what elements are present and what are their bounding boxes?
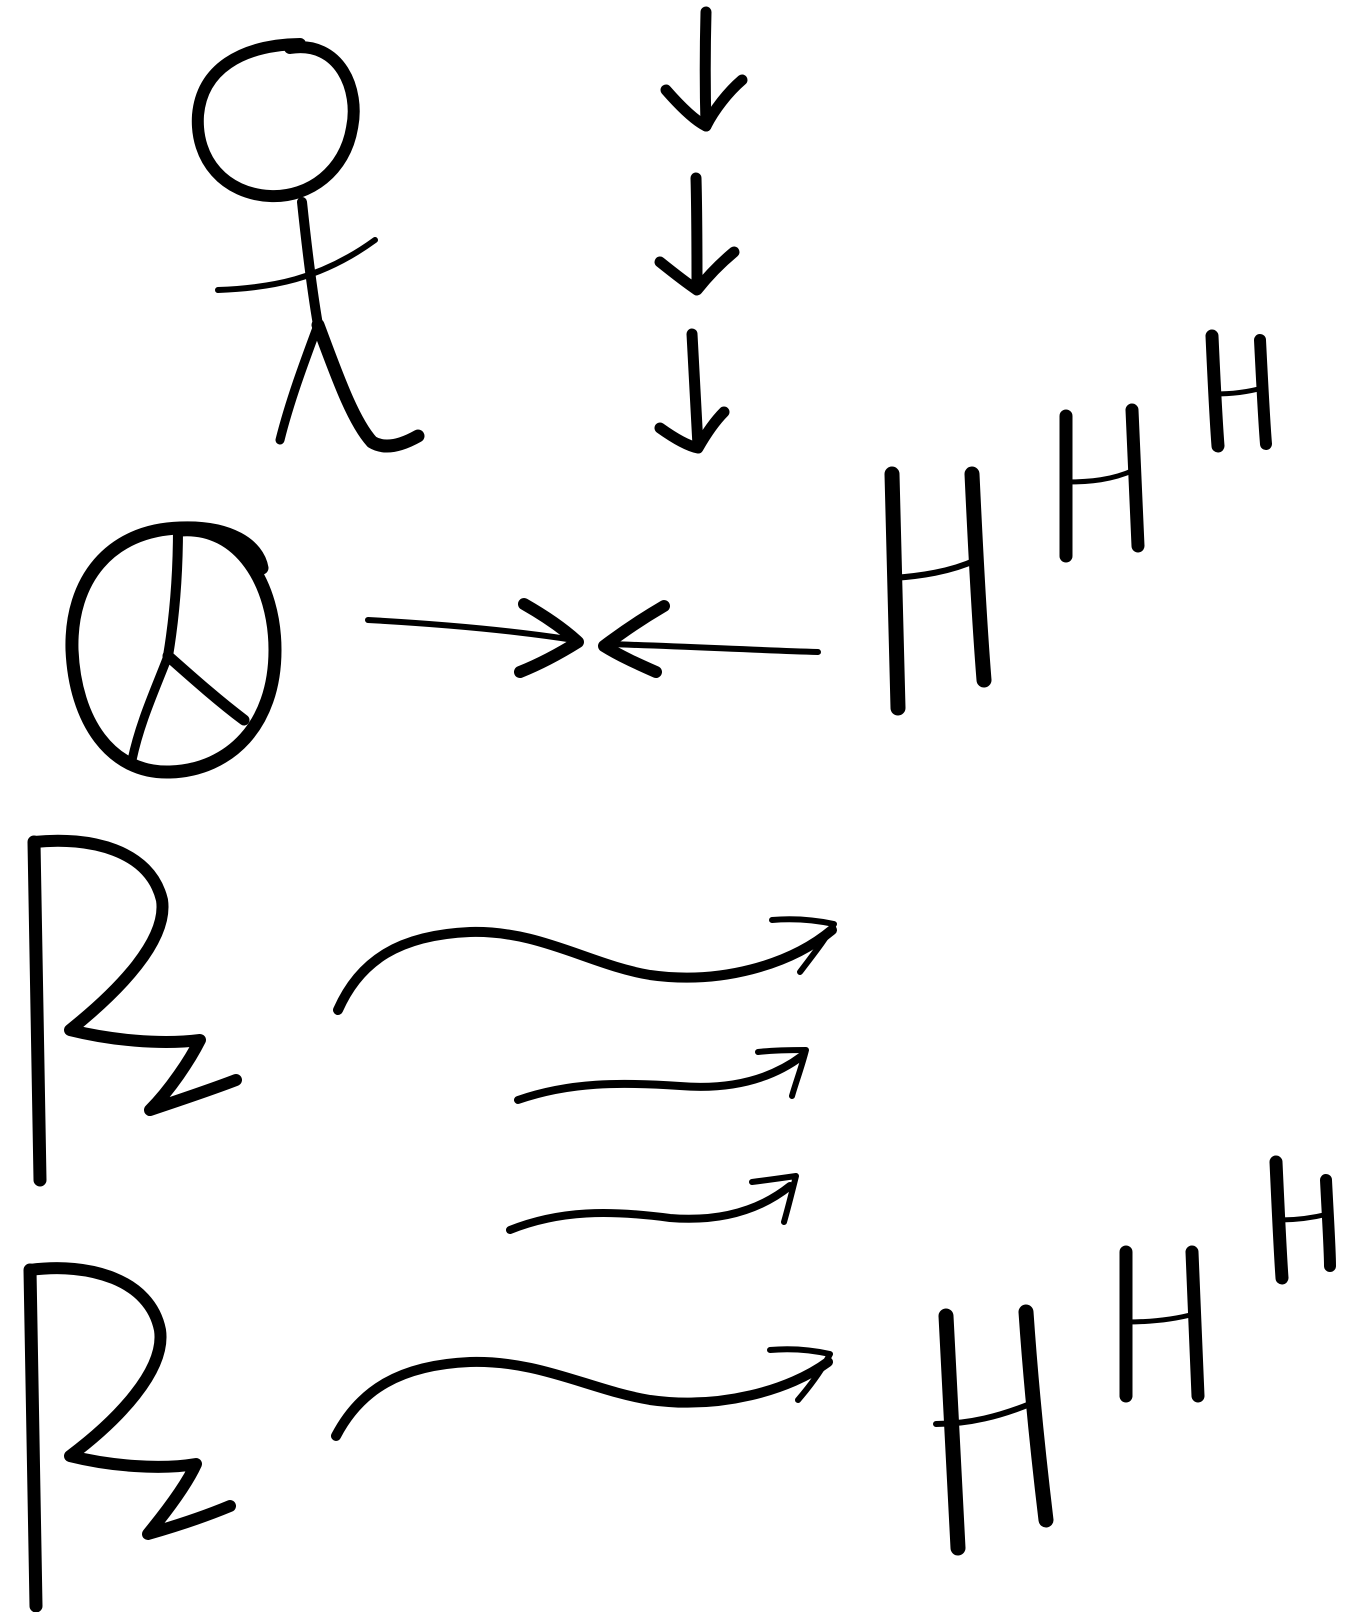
peace-sign-left-branch <box>127 651 173 765</box>
down-arrow-3 <box>686 328 704 452</box>
wavy-arrow-long-head <box>769 916 837 975</box>
h-letter-small <box>1269 1155 1336 1285</box>
peace-sign-vertical <box>163 523 183 661</box>
wavy-arrow-lower-icon <box>331 1346 833 1441</box>
stick-figure-body <box>297 197 323 330</box>
stick-figure-icon <box>191 38 425 453</box>
wavy-arrows-icon <box>333 916 837 1234</box>
wavy-arrow-mid <box>514 1052 806 1104</box>
h-letter-small <box>1205 329 1272 453</box>
flag-pole <box>27 835 47 1187</box>
flag-pole <box>23 1263 43 1612</box>
flag-zigzag <box>28 834 242 1116</box>
wavy-arrow-short <box>506 1182 794 1234</box>
peace-sign-right-branch <box>162 650 250 726</box>
right-pointing-arrow-head <box>514 598 584 678</box>
wavy-arrow-long <box>333 925 837 1015</box>
converging-arrows-icon <box>365 598 821 678</box>
h-letter-large <box>933 1304 1054 1556</box>
wavy-arrow-short-head <box>749 1173 799 1225</box>
left-pointing-arrow-head <box>598 600 670 678</box>
wavy-arrow-lower <box>331 1356 833 1441</box>
flag-zigzag <box>24 1262 236 1540</box>
zigzag-flag-lower-icon <box>23 1262 236 1612</box>
down-arrow-1 <box>699 6 712 132</box>
stick-figure-arms <box>215 237 378 293</box>
h-letter-medium <box>1119 1245 1205 1403</box>
h-letters-upper-icon <box>884 329 1272 716</box>
peace-sign-icon <box>65 521 282 779</box>
wavy-arrow-mid-head <box>755 1047 809 1099</box>
down-arrow-3-head <box>654 406 730 454</box>
stick-figure-right-leg <box>311 318 425 453</box>
h-letter-medium <box>1059 403 1145 563</box>
h-letter-large <box>884 466 992 716</box>
down-arrow-1-head <box>660 74 748 132</box>
down-arrow-2 <box>690 172 703 292</box>
stick-figure-left-leg <box>275 320 323 445</box>
down-arrow-2-head <box>654 246 740 296</box>
falling-arrows-icon <box>654 6 748 454</box>
zigzag-flag-upper-icon <box>27 834 242 1187</box>
wavy-arrow-lower-head <box>767 1346 833 1403</box>
left-pointing-arrow <box>603 641 821 655</box>
right-pointing-arrow <box>365 617 577 643</box>
stick-figure-head <box>191 38 360 203</box>
h-letters-lower-icon <box>933 1155 1336 1556</box>
